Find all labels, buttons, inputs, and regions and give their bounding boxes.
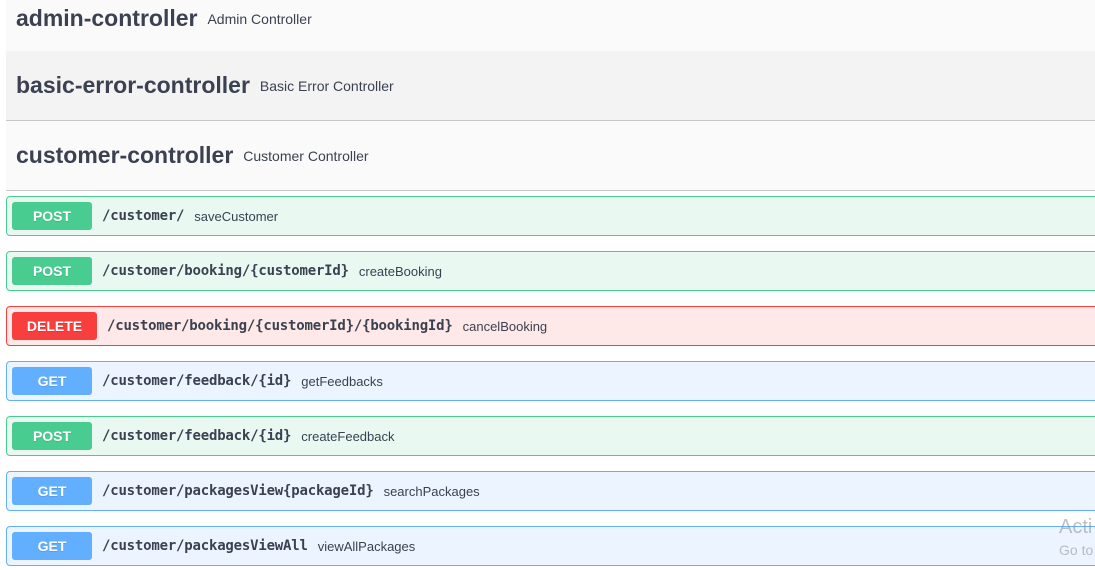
operation-summary: createFeedback [301, 428, 395, 444]
operation-summary: createBooking [358, 263, 442, 279]
method-badge-post: POST [12, 422, 92, 450]
method-badge-delete: DELETE [12, 312, 97, 340]
tag-description: Customer Controller [243, 147, 369, 164]
method-badge-get: GET [12, 532, 92, 560]
operation-get-view-all-packages[interactable]: GET /customer/packagesViewAll viewAllPac… [6, 526, 1095, 566]
tag-description: Admin Controller [207, 10, 312, 27]
operation-summary: searchPackages [383, 483, 480, 499]
operation-get-feedbacks[interactable]: GET /customer/feedback/{id} getFeedbacks [6, 361, 1095, 401]
operation-post-create-booking[interactable]: POST /customer/booking/{customerId} crea… [6, 251, 1095, 291]
method-badge-get: GET [12, 367, 92, 395]
operation-path: /customer/packagesView{packageId} [102, 483, 374, 499]
tag-title: admin-controller [16, 5, 198, 31]
tag-customer-controller[interactable]: customer-controller Customer Controller [6, 121, 1095, 191]
tag-description: Basic Error Controller [259, 77, 394, 94]
operation-path: /customer/booking/{customerId} [102, 263, 349, 279]
operation-path: /customer/feedback/{id} [102, 428, 292, 444]
operation-summary: cancelBooking [462, 318, 548, 334]
operation-summary: saveCustomer [194, 208, 279, 224]
method-badge-post: POST [12, 202, 92, 230]
operation-summary: viewAllPackages [317, 538, 416, 554]
activation-watermark-line1: Acti [1059, 516, 1093, 538]
tag-title: customer-controller [16, 142, 234, 168]
tag-admin-controller[interactable]: admin-controller Admin Controller [6, 0, 1095, 54]
operation-path: /customer/ [102, 208, 185, 224]
operation-post-create-feedback[interactable]: POST /customer/feedback/{id} createFeedb… [6, 416, 1095, 456]
tag-title: basic-error-controller [16, 72, 250, 98]
operation-delete-cancel-booking[interactable]: DELETE /customer/booking/{customerId}/{b… [6, 306, 1095, 346]
operation-summary: getFeedbacks [301, 373, 383, 389]
operation-path: /customer/feedback/{id} [102, 373, 292, 389]
operation-get-search-packages[interactable]: GET /customer/packagesView{packageId} se… [6, 471, 1095, 511]
activation-watermark-line2: Go to [1059, 542, 1094, 558]
operation-path: /customer/packagesViewAll [102, 538, 308, 554]
tag-basic-error-controller[interactable]: basic-error-controller Basic Error Contr… [6, 51, 1095, 121]
operation-post-save-customer[interactable]: POST /customer/ saveCustomer [6, 196, 1095, 236]
method-badge-post: POST [12, 257, 92, 285]
operation-path: /customer/booking/{customerId}/{bookingI… [107, 318, 453, 334]
method-badge-get: GET [12, 477, 92, 505]
